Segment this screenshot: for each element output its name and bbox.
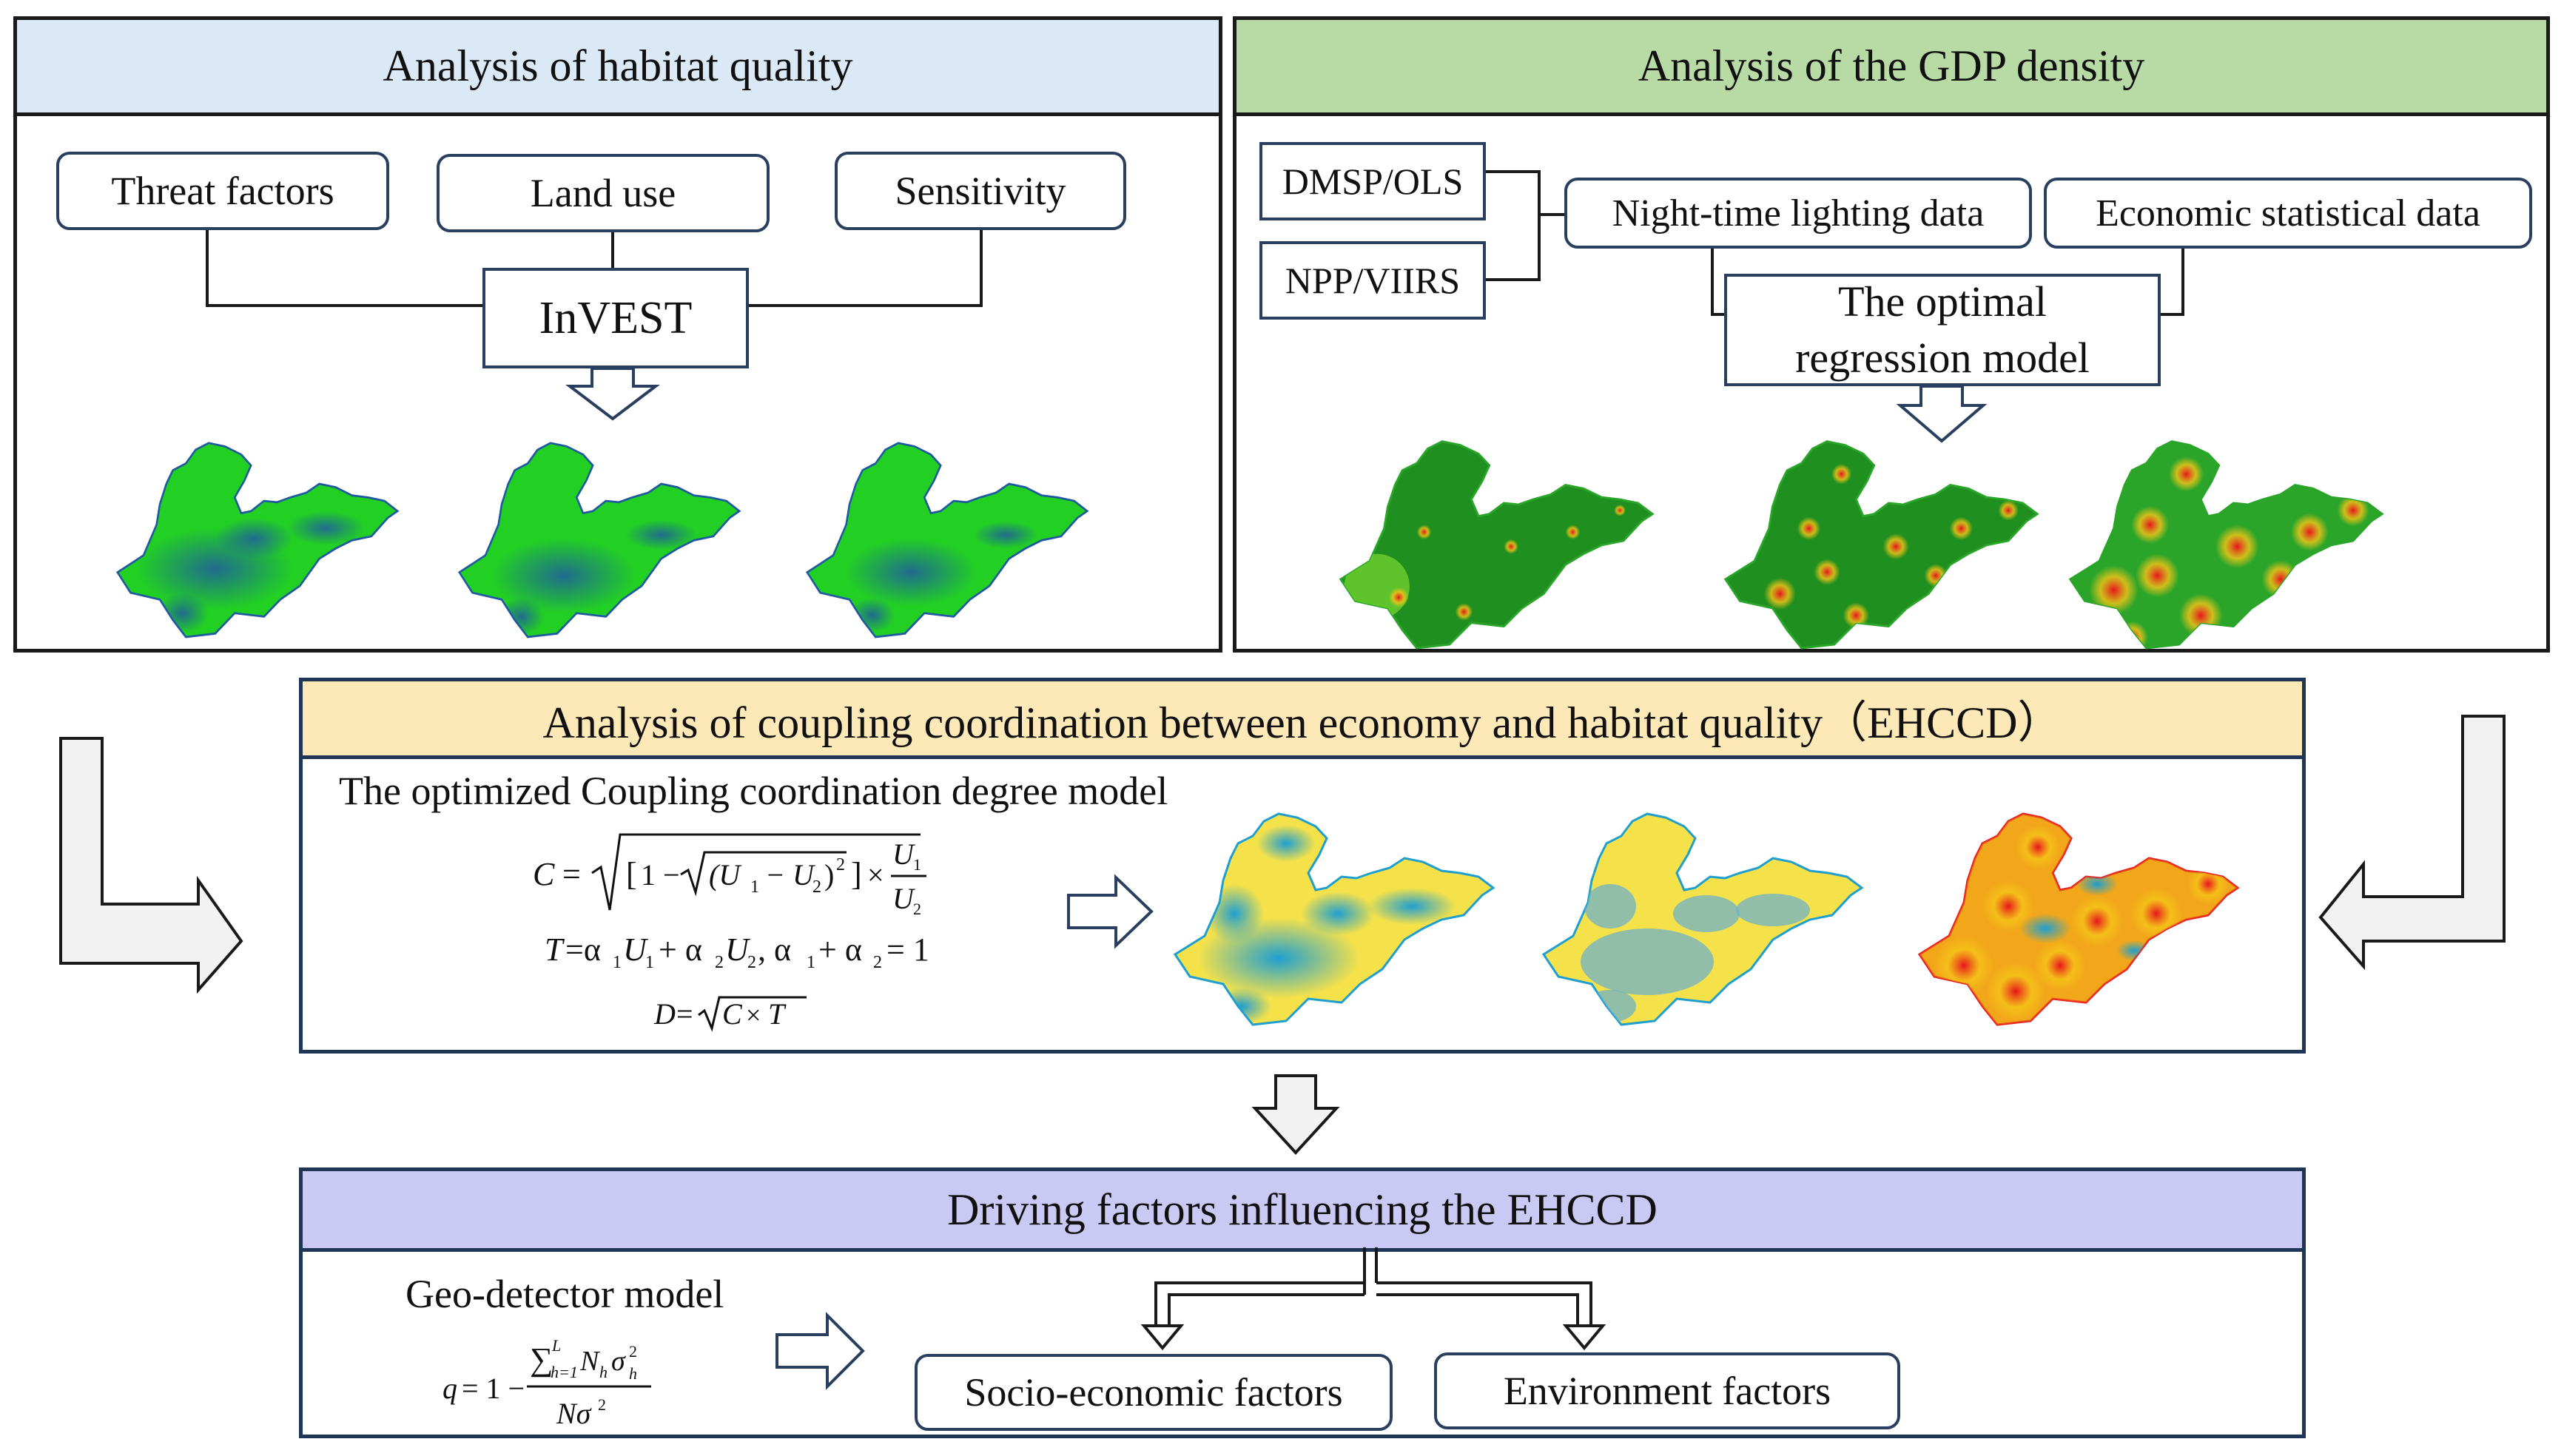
gdp-map-2 (1724, 440, 2039, 650)
svg-text:1 −: 1 − (641, 858, 680, 892)
regression-down-arrow (1896, 385, 1988, 443)
svg-text:): ) (824, 858, 834, 892)
drivers-panel-header: Driving factors influencing the EHCCD (303, 1171, 2302, 1252)
svg-text:= 1 −: = 1 − (462, 1372, 525, 1405)
environment-arrowhead (1562, 1324, 1606, 1351)
gdp-title: Analysis of the GDP density (1638, 41, 2145, 90)
ehccd-map-1 (1174, 812, 1495, 1026)
economic-statistical-box: Economic statistical data (2044, 178, 2532, 249)
svg-text:U: U (892, 837, 916, 871)
svg-text:q: q (443, 1372, 457, 1405)
ccd-formulas: C = [ 1 − (U 1 − U 2 ) 2 ] × U 1 U 2 T =… (533, 833, 929, 1032)
svg-text:D: D (653, 997, 676, 1031)
svg-text:(U: (U (709, 858, 742, 892)
svg-text:U: U (892, 882, 916, 915)
socio-arrowhead (1140, 1324, 1185, 1351)
factors-branch-connector (1154, 1247, 1592, 1326)
svg-text:2: 2 (598, 1395, 606, 1414)
ehccd-map-2 (1542, 812, 1863, 1026)
svg-text:2: 2 (873, 953, 882, 972)
svg-text:U: U (623, 931, 649, 968)
svg-text:U: U (725, 931, 751, 968)
night-lighting-box: Night-time lighting data (1564, 178, 2032, 249)
sensitivity-box: Sensitivity (835, 152, 1126, 230)
invest-down-arrow (565, 367, 660, 421)
socio-economic-factors-box: Socio-economic factors (915, 1354, 1393, 1431)
ehccd-title: Analysis of coupling coordination betwee… (542, 698, 2062, 747)
svg-text:=α: =α (565, 931, 601, 968)
svg-text:C: C (533, 856, 555, 892)
ehccd-panel-header: Analysis of coupling coordination betwee… (303, 681, 2302, 759)
svg-text:L: L (551, 1336, 561, 1355)
svg-text:2: 2 (747, 953, 756, 972)
habitat-title: Analysis of habitat quality (383, 41, 853, 90)
svg-text:=: = (562, 856, 581, 892)
svg-text:×: × (746, 1000, 761, 1030)
habitat-panel-header: Analysis of habitat quality (17, 20, 1219, 116)
svg-text:h: h (629, 1364, 637, 1383)
svg-text:1: 1 (613, 953, 622, 972)
svg-text:1: 1 (913, 855, 921, 874)
gdp-map-3 (2069, 440, 2383, 650)
svg-text:h: h (599, 1363, 608, 1381)
svg-text:[: [ (626, 856, 637, 892)
ehccd-map-3 (1918, 812, 2239, 1026)
regression-model-box: The optimal regression model (1724, 274, 2161, 386)
svg-text:Nσ: Nσ (556, 1397, 592, 1430)
svg-text:2: 2 (715, 953, 724, 972)
drivers-title: Driving factors influencing the EHCCD (947, 1184, 1658, 1234)
svg-text:h=1: h=1 (551, 1363, 578, 1381)
svg-text:2: 2 (836, 855, 845, 874)
svg-text:T: T (768, 997, 787, 1031)
habitat-map-1 (116, 442, 399, 638)
svg-text:+ α: + α (818, 931, 862, 968)
svg-text:1: 1 (645, 953, 654, 972)
svg-text:2: 2 (629, 1342, 637, 1361)
threat-factors-box: Threat factors (56, 152, 389, 230)
svg-text:C: C (722, 997, 743, 1031)
habitat-map-3 (806, 442, 1088, 638)
svg-text:]: ] (851, 856, 862, 892)
left-l-arrow (59, 737, 243, 994)
ehccd-right-arrow (1067, 874, 1154, 949)
right-l-arrow (2318, 715, 2506, 971)
svg-text:σ: σ (611, 1346, 626, 1377)
svg-text:2: 2 (913, 900, 921, 918)
svg-text:1: 1 (807, 953, 815, 972)
ehccd-down-arrow (1251, 1074, 1340, 1155)
svg-text:+ α: + α (659, 931, 702, 968)
gdp-connectors (1486, 170, 2184, 316)
geo-detector-label: Geo-detector model (406, 1272, 724, 1316)
svg-text:T: T (545, 931, 565, 968)
environment-factors-box: Environment factors (1434, 1352, 1900, 1429)
svg-text:1: 1 (750, 877, 759, 897)
geo-detector-formula: q = 1 − ∑ L h=1 N h σ 2 h Nσ 2 (443, 1336, 651, 1430)
svg-text:= 1: = 1 (886, 931, 929, 968)
npp-viirs-box: NPP/VIIRS (1259, 241, 1486, 320)
svg-text:− U: − U (765, 858, 816, 892)
habitat-connectors (206, 230, 983, 307)
svg-text:N: N (579, 1346, 601, 1377)
habitat-map-2 (458, 442, 741, 638)
svg-text:=: = (676, 997, 693, 1031)
gdp-map-1 (1339, 440, 1654, 650)
ccd-model-label: The optimized Coupling coordination degr… (339, 769, 1168, 813)
svg-text:∑: ∑ (530, 1341, 553, 1378)
dmsp-ols-box: DMSP/OLS (1259, 142, 1486, 220)
svg-text:2: 2 (812, 877, 821, 897)
geo-detector-arrow (775, 1312, 865, 1390)
land-use-box: Land use (437, 154, 770, 232)
gdp-panel-header: Analysis of the GDP density (1236, 20, 2546, 116)
svg-text:, α: , α (758, 931, 791, 968)
svg-text:×: × (867, 858, 884, 892)
